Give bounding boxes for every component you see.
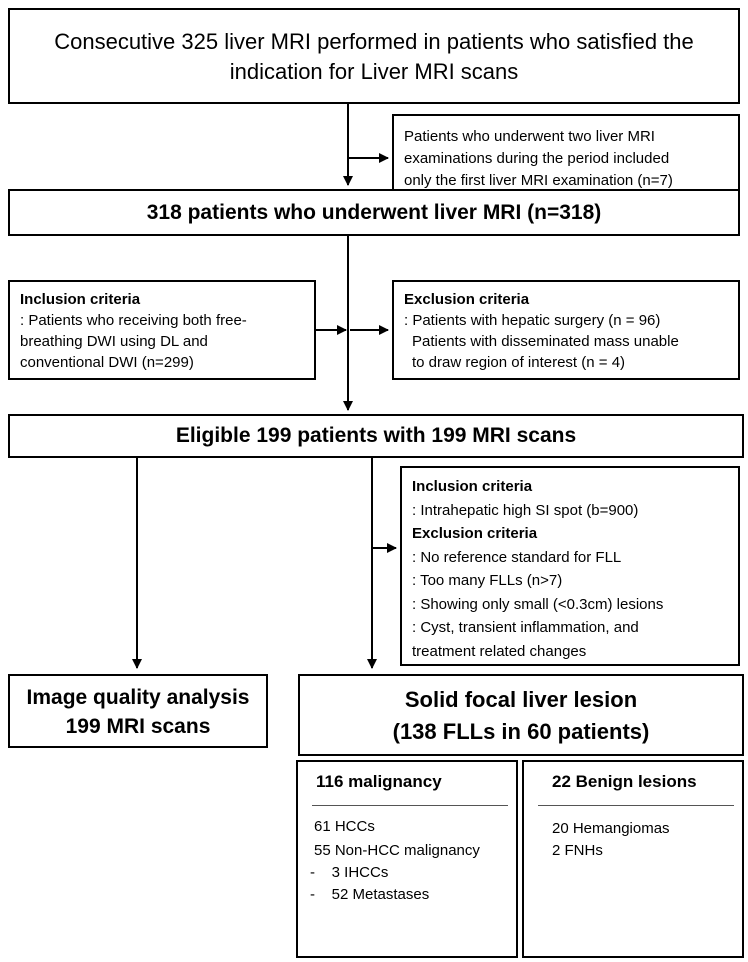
image-quality-line2: 199 MRI scans	[65, 715, 211, 738]
malignancy-line3: - 3 IHCCs	[310, 864, 389, 881]
lesion-exclusion-title: Exclusion criteria	[412, 525, 538, 542]
solid-lesion-box: Solid focal liver lesion (138 FLLs in 60…	[298, 674, 744, 756]
lesion-inclusion-title: Inclusion criteria	[412, 478, 533, 495]
malignancy-line2: 55 Non-HCC malignancy	[314, 842, 480, 859]
inclusion-criteria-title: Inclusion criteria	[20, 291, 141, 308]
malignancy-divider	[312, 805, 508, 806]
inclusion-criteria-box: Inclusion criteria : Patients who receiv…	[8, 280, 316, 380]
inclusion-criteria-line2: breathing DWI using DL and	[20, 333, 208, 350]
benign-title: 22 Benign lesions	[552, 772, 697, 791]
exclusion-duplicate-line3: only the first liver MRI examination (n=…	[404, 172, 673, 189]
exclusion-duplicate-line1: Patients who underwent two liver MRI	[404, 128, 655, 145]
lesion-criteria-box: Inclusion criteria : Intrahepatic high S…	[400, 466, 740, 666]
lesion-exclusion-line3: : Showing only small (<0.3cm) lesions	[412, 595, 664, 613]
malignancy-line1: 61 HCCs	[314, 818, 375, 835]
malignancy-box: 116 malignancy 61 HCCs 55 Non-HCC malign…	[296, 760, 518, 958]
lesion-exclusion-line4: : Cyst, transient inflammation, and	[412, 619, 639, 636]
exclusion-criteria-box: Exclusion criteria : Patients with hepat…	[392, 280, 740, 380]
benign-divider	[538, 805, 734, 806]
image-quality-line1: Image quality analysis	[26, 686, 250, 709]
lesion-exclusion-line1: : No reference standard for FLL	[412, 548, 622, 566]
exclusion-criteria-line3: to draw region of interest (n = 4)	[412, 354, 626, 371]
solid-lesion-line1: Solid focal liver lesion	[404, 687, 638, 712]
initial-cohort-line2: indication for Liver MRI scans	[229, 59, 519, 84]
patients-318-text: 318 patients who underwent liver MRI (n=…	[146, 201, 602, 224]
exclusion-criteria-line1: : Patients with hepatic surgery (n = 96)	[404, 312, 661, 329]
inclusion-criteria-line1: : Patients who receiving both free-	[20, 312, 247, 329]
initial-cohort-line1: Consecutive 325 liver MRI performed in p…	[54, 29, 694, 54]
exclusion-criteria-line2: Patients with disseminated mass unable	[412, 333, 679, 350]
lesion-exclusion-line5: treatment related changes	[412, 642, 587, 660]
lesion-inclusion-line1: : Intrahepatic high SI spot (b=900)	[412, 501, 639, 519]
eligible-patients-text: Eligible 199 patients with 199 MRI scans	[175, 424, 577, 447]
image-quality-box: Image quality analysis 199 MRI scans	[8, 674, 268, 748]
initial-cohort-box: Consecutive 325 liver MRI performed in p…	[8, 8, 740, 104]
lesion-exclusion-line2: : Too many FLLs (n>7)	[412, 572, 563, 589]
solid-lesion-line2: (138 FLLs in 60 patients)	[392, 719, 650, 744]
malignancy-title: 116 malignancy	[316, 772, 442, 791]
eligible-patients-box: Eligible 199 patients with 199 MRI scans	[8, 414, 744, 458]
benign-line2: 2 FNHs	[552, 842, 603, 859]
patients-318-box: 318 patients who underwent liver MRI (n=…	[8, 189, 740, 236]
inclusion-criteria-line3: conventional DWI (n=299)	[20, 354, 194, 371]
exclusion-duplicate-line2: examinations during the period included	[404, 150, 670, 167]
exclusion-criteria-title: Exclusion criteria	[404, 291, 530, 308]
benign-box: 22 Benign lesions 20 Hemangiomas 2 FNHs	[522, 760, 744, 958]
benign-line1: 20 Hemangiomas	[552, 820, 670, 837]
malignancy-line4: - 52 Metastases	[310, 886, 430, 903]
